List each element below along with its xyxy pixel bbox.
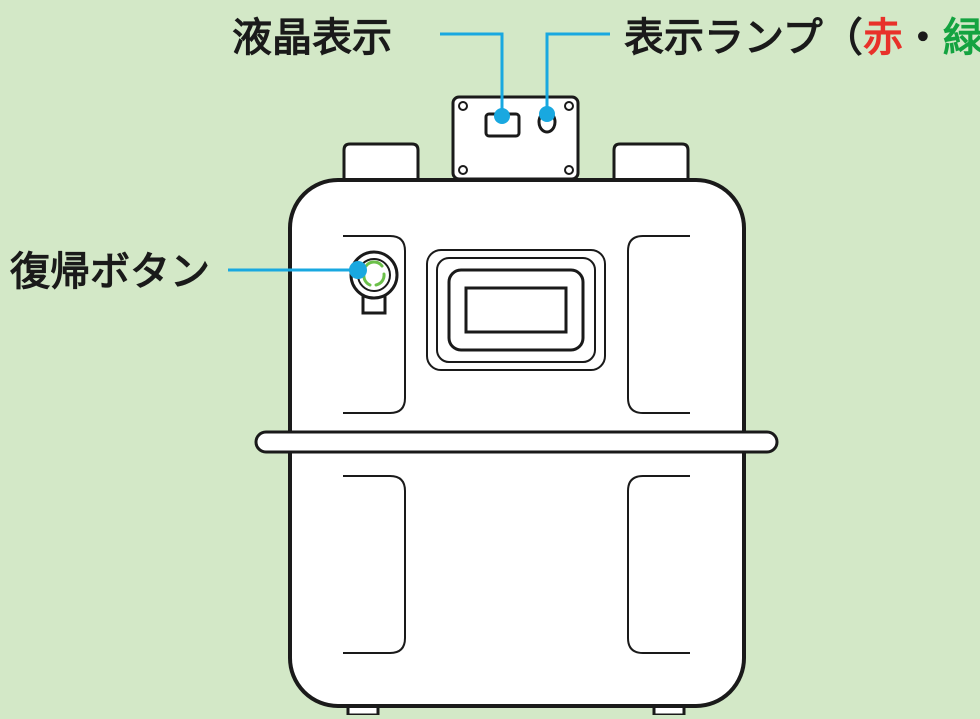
indicator-lamp-label-dot: ・ <box>902 15 943 61</box>
recess-lower-right <box>627 475 690 654</box>
marker-reset <box>349 261 367 279</box>
panel-screw-bl <box>458 165 468 175</box>
indicator-lamp-label: 表示ランプ（赤・緑） <box>624 18 980 58</box>
handle-bar <box>254 430 779 454</box>
leader-line-lamp <box>545 32 610 114</box>
top-panel <box>451 95 580 181</box>
marker-lamp <box>539 106 555 122</box>
indicator-lamp-label-prefix: 表示ランプ（ <box>624 15 863 61</box>
leader-line-lcd <box>440 32 504 116</box>
indicator-lamp-label-green: 緑 <box>942 15 980 61</box>
panel-screw-tl <box>458 101 468 111</box>
panel-screw-tr <box>564 101 574 111</box>
counter-window <box>426 249 606 371</box>
panel-screw-br <box>564 165 574 175</box>
recess-upper-right <box>627 235 690 414</box>
recess-upper-left <box>343 235 406 414</box>
lcd-display-label: 液晶表示 <box>232 15 392 61</box>
marker-lcd <box>494 108 510 124</box>
indicator-lamp-label-red: 赤 <box>862 15 903 61</box>
reset-button-label: 復帰ボタン <box>10 249 210 295</box>
recess-lower-left <box>343 475 406 654</box>
